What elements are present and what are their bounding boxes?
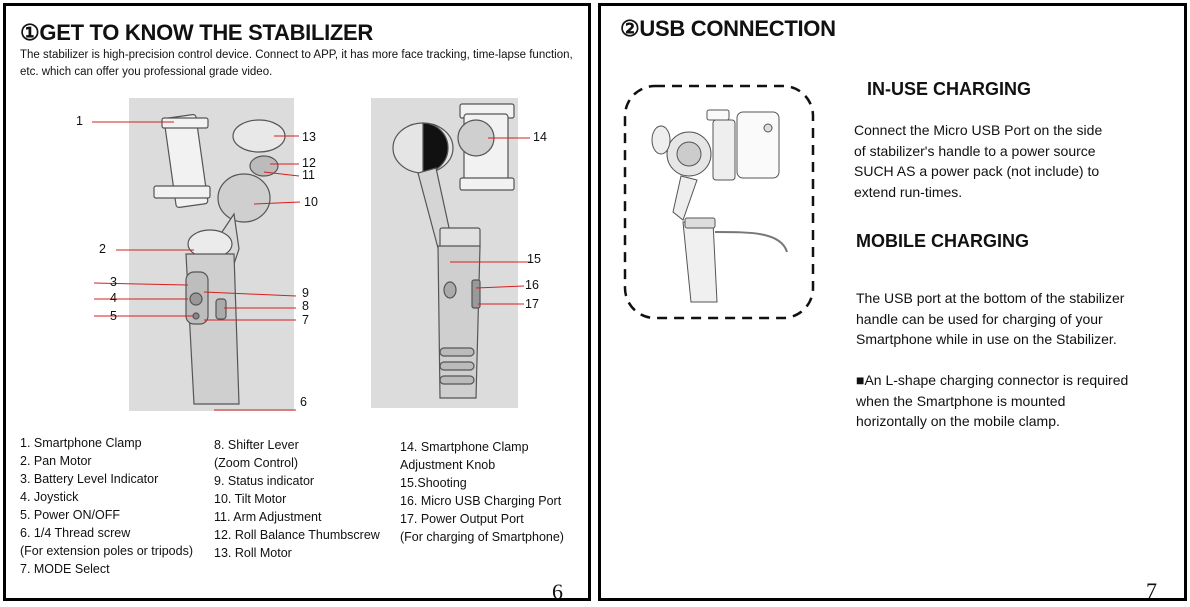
dashed-frame: [623, 84, 815, 320]
callout-5: 5: [110, 309, 117, 323]
page-number: 7: [1146, 578, 1157, 603]
callout-12: 12: [302, 156, 316, 170]
callout-11: 11: [302, 168, 315, 182]
stabilizer-front-drawing: [153, 113, 286, 405]
legend-column-3: 14. Smartphone Clamp Adjustment Knob 15.…: [400, 440, 564, 544]
page-number: 6: [552, 579, 563, 604]
stabilizer-back-drawing: [392, 103, 515, 399]
callout-3: 3: [110, 275, 117, 289]
callout-14: 14: [533, 130, 547, 144]
page-title: ②USB CONNECTION: [620, 16, 836, 41]
page-title: ①GET TO KNOW THE STABILIZER: [20, 20, 374, 45]
in-use-charging-heading: IN-USE CHARGING: [867, 79, 1032, 99]
intro-text: The stabilizer is high-precision control…: [20, 49, 573, 78]
callout-6: 6: [300, 395, 307, 409]
callout-2: 2: [99, 242, 106, 256]
callout-15: 15: [527, 252, 541, 266]
in-use-charging-text: Connect the Micro USB Port on the side o…: [854, 122, 1103, 200]
callout-9: 9: [302, 286, 309, 300]
callout-8: 8: [302, 299, 309, 313]
page-7: ②USB CONNECTION IN-USE CHARGING Connect …: [598, 3, 1187, 603]
callout-7: 7: [302, 313, 309, 327]
stabilizer-front-figure: [92, 98, 301, 411]
stabilizer-back-figure: [371, 98, 530, 408]
callout-16: 16: [525, 278, 539, 292]
stabilizer-side-drawing: [651, 109, 788, 303]
connector-note: ■An L-shape charging connector is requir…: [856, 372, 1129, 429]
mobile-charging-text: The USB port at the bottom of the stabil…: [856, 290, 1125, 347]
page-6: ①GET TO KNOW THE STABILIZER The stabiliz…: [3, 3, 591, 604]
callout-lines-back: [450, 137, 530, 305]
callout-17: 17: [525, 297, 539, 311]
callout-4: 4: [110, 291, 117, 305]
legend-column-2: 8. Shifter Lever (Zoom Control) 9. Statu…: [214, 438, 380, 560]
callout-10: 10: [304, 195, 318, 209]
usb-charging-figure: [623, 84, 815, 320]
callout-13: 13: [302, 130, 316, 144]
mobile-charging-heading: MOBILE CHARGING: [856, 231, 1029, 251]
legend-column-1: 1. Smartphone Clamp 2. Pan Motor 3. Batt…: [20, 436, 193, 576]
callout-1: 1: [76, 114, 83, 128]
callout-lines-front: [92, 121, 301, 411]
